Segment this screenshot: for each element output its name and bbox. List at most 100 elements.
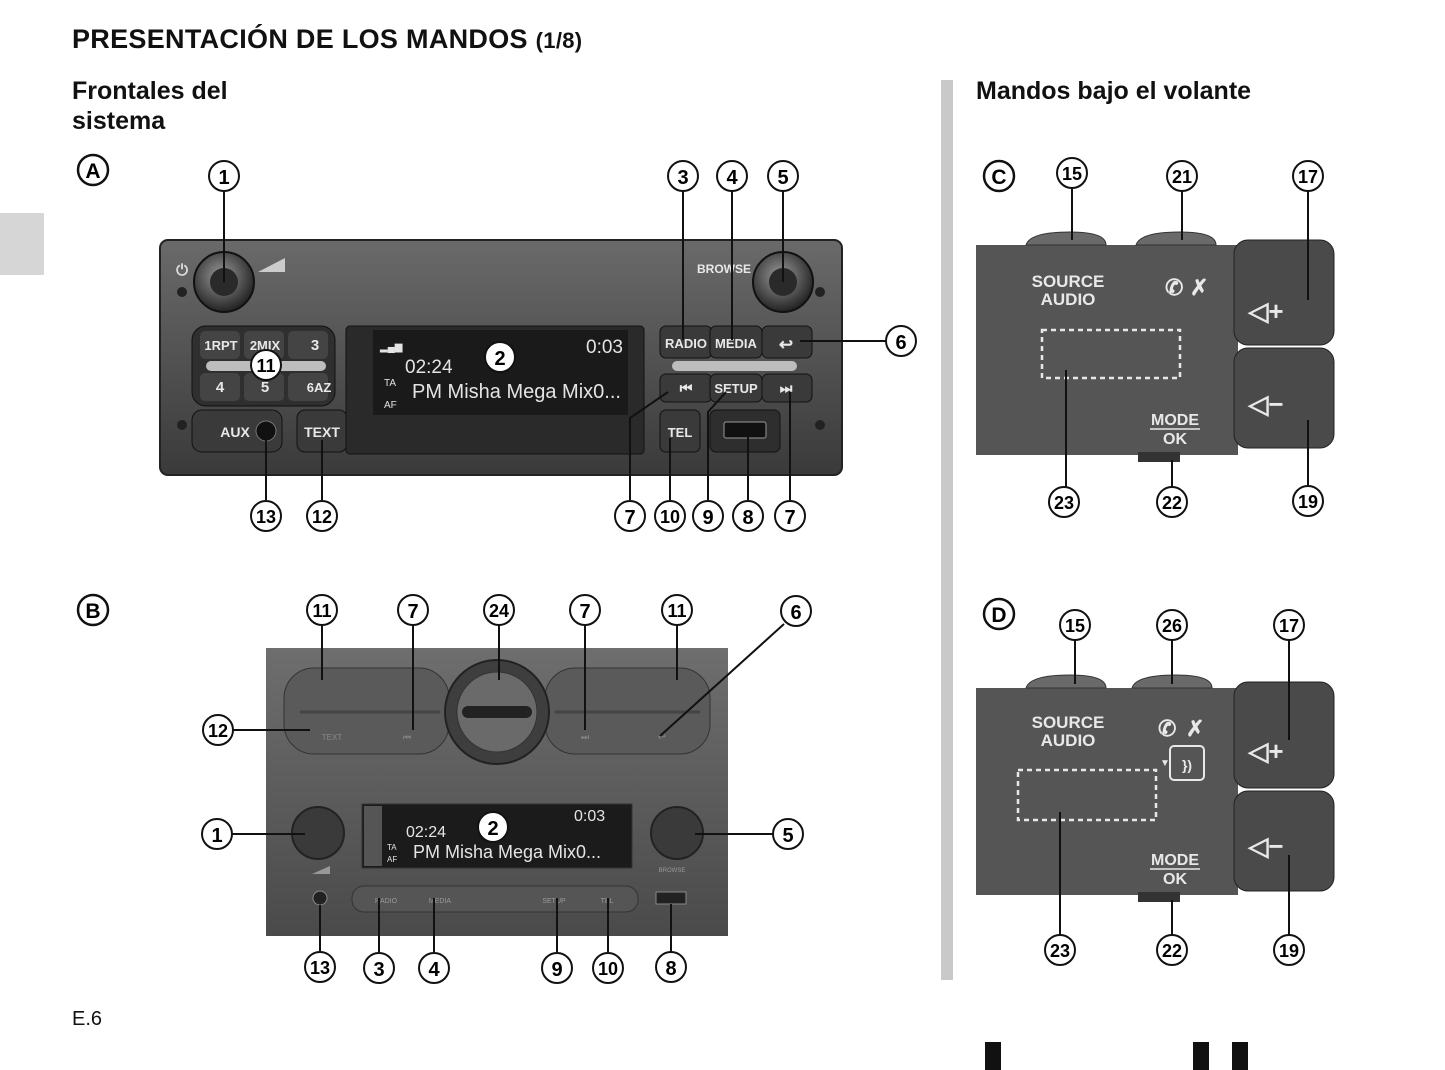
preset-button-5[interactable] <box>244 373 284 401</box>
preset-label-2: 2MIX <box>250 338 281 353</box>
mode-label-c: MODE <box>1151 412 1199 429</box>
media-button-label: MEDIA <box>715 336 758 351</box>
screw <box>177 420 187 430</box>
callout-circle <box>1273 609 1305 641</box>
crop-mark <box>1193 1042 1209 1070</box>
callout-circle <box>1044 934 1076 966</box>
display-track: PM Misha Mega Mix0... <box>412 381 621 403</box>
callout-circle <box>541 952 573 984</box>
callouts-a: 1 3 4 5 6 2 11 13 12 7 10 9 8 7 <box>208 160 917 532</box>
preset-button-3[interactable] <box>288 331 328 359</box>
page-title-part: (1/8) <box>535 28 583 53</box>
power-icon: ⏻ <box>176 262 188 279</box>
callout-circle <box>654 500 686 532</box>
figure-letter-d <box>982 597 1016 631</box>
figure-letter-d-text: D <box>991 604 1006 627</box>
callout-13: 13 <box>256 507 276 527</box>
volume-down-button-d[interactable] <box>1233 790 1335 892</box>
preset-label-3: 3 <box>311 337 319 354</box>
crop-mark <box>985 1042 1001 1070</box>
stalk-body-c <box>976 245 1238 455</box>
volume-up-icon: ◁+ <box>1247 296 1283 326</box>
callout-7b: 7 <box>784 507 795 529</box>
screw <box>177 287 187 297</box>
preset-button-1[interactable] <box>200 331 240 359</box>
page-number: E.6 <box>72 1008 103 1030</box>
preset-label-5: 5 <box>261 379 269 396</box>
text-button-label: TEXT <box>304 424 340 440</box>
callout-circle <box>767 160 799 192</box>
callout-circle <box>250 500 282 532</box>
callouts-d: 15 26 17 23 22 19 <box>1044 609 1305 966</box>
source-label-d: SOURCE <box>1032 713 1105 732</box>
mode-ok-ring-c[interactable] <box>1138 452 1180 462</box>
display-clock: 02:24 <box>405 357 453 378</box>
section-heading-left-line2: sistema <box>72 107 166 135</box>
next-button[interactable] <box>761 373 813 403</box>
arrow-down-icon: ▼ <box>1160 758 1170 769</box>
figure-letter-b <box>76 593 110 627</box>
callout-circle <box>483 594 515 626</box>
thumbwheel-outline-d <box>1016 768 1158 822</box>
callout-2: 2 <box>494 348 505 370</box>
display-af: AF <box>384 400 397 411</box>
preset-button-6[interactable] <box>288 373 328 401</box>
callout-circle <box>661 594 693 626</box>
callout-circle <box>363 952 395 984</box>
callout-8: 8 <box>742 507 753 529</box>
callout-circle <box>1156 609 1188 641</box>
display-ta: TA <box>384 378 396 389</box>
callout-9: 9 <box>551 959 562 981</box>
setup-button-b[interactable]: SETUP <box>542 898 566 905</box>
callout-circle <box>306 594 338 626</box>
voice-command-icon <box>1169 745 1205 781</box>
callout-circle <box>1156 934 1188 966</box>
volume-up-button-d[interactable] <box>1233 681 1335 789</box>
preset-button-4[interactable] <box>200 373 240 401</box>
phone-button-c[interactable] <box>1135 231 1217 246</box>
section-heading-left: Frontales del sistema <box>72 76 228 136</box>
phone-answer-icon: ✆ <box>1165 275 1183 300</box>
callout-circle <box>569 594 601 626</box>
callout-circle <box>250 349 282 381</box>
side-tab <box>0 213 44 275</box>
callout-circle <box>1292 485 1324 517</box>
thumbwheel-outline-c <box>1040 328 1182 380</box>
page-title: PRESENTACIÓN DE LOS MANDOS (1/8) <box>72 24 582 55</box>
ok-label-d: OK <box>1163 871 1187 888</box>
column-divider <box>941 80 953 980</box>
usb-port-b[interactable] <box>655 891 687 905</box>
media-button-b[interactable]: MEDIA <box>429 898 452 905</box>
signal-icon: ▂▄▆ <box>379 342 403 354</box>
source-audio-button-d[interactable] <box>1025 674 1107 689</box>
callout-22: 22 <box>1162 493 1182 513</box>
volume-up-button-c[interactable] <box>1233 239 1335 346</box>
callout-10: 10 <box>660 507 680 527</box>
callout-26: 26 <box>1162 616 1182 636</box>
audio-label-c: AUDIO <box>1041 290 1096 309</box>
callout-12: 12 <box>312 507 332 527</box>
callout-circle <box>306 500 338 532</box>
callout-circle <box>592 952 624 984</box>
display-b-track: PM Misha Mega Mix0... <box>413 842 601 862</box>
callout-lines-a <box>223 190 886 500</box>
callout-circle <box>614 500 646 532</box>
callout-13: 13 <box>310 958 330 978</box>
source-audio-button-c[interactable] <box>1025 231 1107 246</box>
aux-jack-b[interactable] <box>312 890 328 906</box>
callout-1: 1 <box>211 825 222 847</box>
callout-6: 6 <box>895 332 906 354</box>
tel-button-label: TEL <box>668 425 693 440</box>
usb-port[interactable] <box>723 421 767 439</box>
radio-button-label: RADIO <box>665 336 707 351</box>
radio-button-b[interactable]: RADIO <box>375 898 398 905</box>
callout-11b: 11 <box>667 601 686 621</box>
callout-3: 3 <box>677 167 688 189</box>
stalk-body-d <box>976 688 1238 895</box>
display-b-clock: 02:24 <box>406 824 446 841</box>
callouts-b: 11 7 24 7 11 6 12 1 2 5 13 3 4 9 10 8 <box>201 594 812 984</box>
callout-circle <box>667 160 699 192</box>
mode-ok-ring-d[interactable] <box>1138 892 1180 902</box>
callout-19: 19 <box>1298 492 1318 512</box>
callout-2: 2 <box>487 818 498 840</box>
